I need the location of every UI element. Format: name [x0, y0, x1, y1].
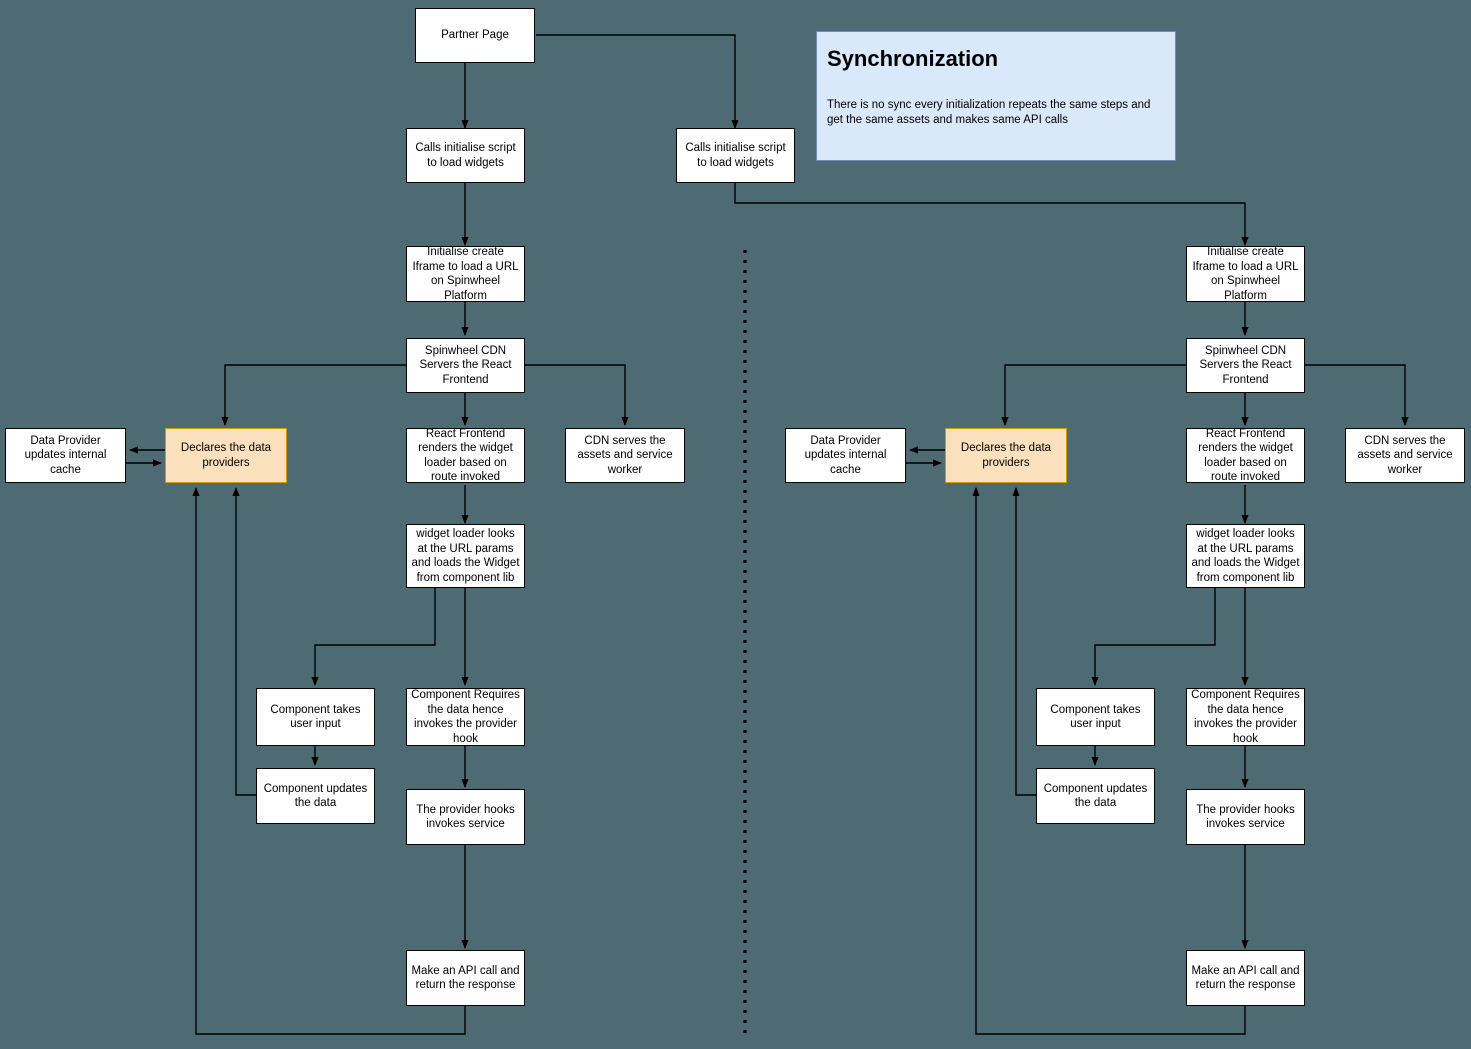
node-label: Component takes user input [1050, 703, 1141, 731]
node-label: Spinwheel CDN Servers the React Frontend [419, 344, 512, 386]
node-component-updates-data-left[interactable]: Component updates the data [256, 768, 375, 824]
edge-cdn-to-assets-left [525, 364, 629, 426]
node-provider-hooks-service-right[interactable]: The provider hooks invokes service [1186, 789, 1305, 845]
node-cdn-serves-assets-left[interactable]: CDN serves the assets and service worker [565, 428, 685, 483]
edge-updates-to-declares-right [1012, 487, 1036, 796]
node-make-api-call-left[interactable]: Make an API call and return the response [406, 950, 525, 1006]
node-spinwheel-cdn-right[interactable]: Spinwheel CDN Servers the React Frontend [1186, 338, 1305, 393]
node-label: widget loader looks at the URL params an… [411, 528, 520, 584]
node-label: Component Requires the data hence invoke… [411, 689, 520, 745]
node-provider-hooks-service-left[interactable]: The provider hooks invokes service [406, 789, 525, 845]
edge-calls-to-iframe-right [734, 183, 1249, 246]
node-declares-data-providers-left[interactable]: Declares the data providers [165, 428, 287, 483]
note-title: Synchronization [827, 46, 999, 71]
synchronization-note: Synchronization There is no sync every i… [816, 31, 1176, 161]
node-component-requires-data-left[interactable]: Component Requires the data hence invoke… [406, 688, 525, 746]
edge-cdn-to-declares-left [221, 364, 406, 426]
node-component-takes-input-left[interactable]: Component takes user input [256, 688, 375, 746]
edge-loader-to-input-left [311, 588, 436, 686]
node-label: The provider hooks invokes service [1196, 803, 1295, 831]
node-declares-data-providers-right[interactable]: Declares the data providers [945, 428, 1067, 483]
node-label: Make an API call and return the response [1191, 964, 1300, 992]
node-label: Data Provider updates internal cache [804, 434, 887, 476]
node-label: The provider hooks invokes service [416, 803, 515, 831]
node-label: Component updates the data [263, 782, 368, 810]
node-label: Spinwheel CDN Servers the React Frontend [1199, 344, 1292, 386]
node-label: Make an API call and return the response [411, 964, 520, 992]
edge-updates-to-declares-left [232, 487, 256, 796]
edge-partner-to-calls-right [536, 34, 739, 129]
node-initialise-iframe-right[interactable]: Initialise create Iframe to load a URL o… [1186, 246, 1305, 302]
node-label: Component takes user input [270, 703, 361, 731]
node-label: Declares the data providers [180, 442, 272, 469]
node-label: React Frontend renders the widget loader… [1198, 427, 1293, 484]
node-label: Initialise create Iframe to load a URL o… [1192, 246, 1299, 302]
node-make-api-call-right[interactable]: Make an API call and return the response [1186, 950, 1305, 1006]
node-component-requires-data-right[interactable]: Component Requires the data hence invoke… [1186, 688, 1305, 746]
node-data-provider-cache-right[interactable]: Data Provider updates internal cache [785, 428, 906, 483]
node-react-renders-loader-right[interactable]: React Frontend renders the widget loader… [1186, 428, 1305, 483]
edge-cdn-to-assets-right [1305, 364, 1409, 426]
node-widget-loader-left[interactable]: widget loader looks at the URL params an… [406, 524, 525, 588]
edge-loader-to-input-right [1091, 588, 1216, 686]
node-label: Data Provider updates internal cache [24, 434, 107, 476]
node-calls-initialise-right[interactable]: Calls initialise script to load widgets [676, 128, 795, 183]
node-label: Calls initialise script to load widgets [415, 142, 516, 169]
node-initialise-iframe-left[interactable]: Initialise create Iframe to load a URL o… [406, 246, 525, 302]
node-label: Calls initialise script to load widgets [685, 142, 786, 169]
node-label: widget loader looks at the URL params an… [1191, 528, 1300, 584]
node-label: Initialise create Iframe to load a URL o… [412, 246, 519, 302]
node-data-provider-cache-left[interactable]: Data Provider updates internal cache [5, 428, 126, 483]
node-calls-initialise-left[interactable]: Calls initialise script to load widgets [406, 128, 525, 183]
node-partner-page[interactable]: Partner Page [415, 8, 535, 63]
node-label: Component Requires the data hence invoke… [1191, 689, 1300, 745]
node-label: CDN serves the assets and service worker [1357, 434, 1453, 476]
node-component-takes-input-right[interactable]: Component takes user input [1036, 688, 1155, 746]
node-react-renders-loader-left[interactable]: React Frontend renders the widget loader… [406, 428, 525, 483]
node-label: Partner Page [441, 29, 509, 42]
node-label: Declares the data providers [960, 442, 1052, 469]
node-spinwheel-cdn-left[interactable]: Spinwheel CDN Servers the React Frontend [406, 338, 525, 393]
note-body: There is no sync every initialization re… [827, 99, 1151, 126]
edge-cdn-to-declares-right [1001, 364, 1186, 426]
node-widget-loader-right[interactable]: widget loader looks at the URL params an… [1186, 524, 1305, 588]
node-component-updates-data-right[interactable]: Component updates the data [1036, 768, 1155, 824]
node-label: Component updates the data [1043, 782, 1148, 810]
node-cdn-serves-assets-right[interactable]: CDN serves the assets and service worker [1345, 428, 1465, 483]
node-label: CDN serves the assets and service worker [577, 434, 673, 476]
node-label: React Frontend renders the widget loader… [418, 427, 513, 484]
